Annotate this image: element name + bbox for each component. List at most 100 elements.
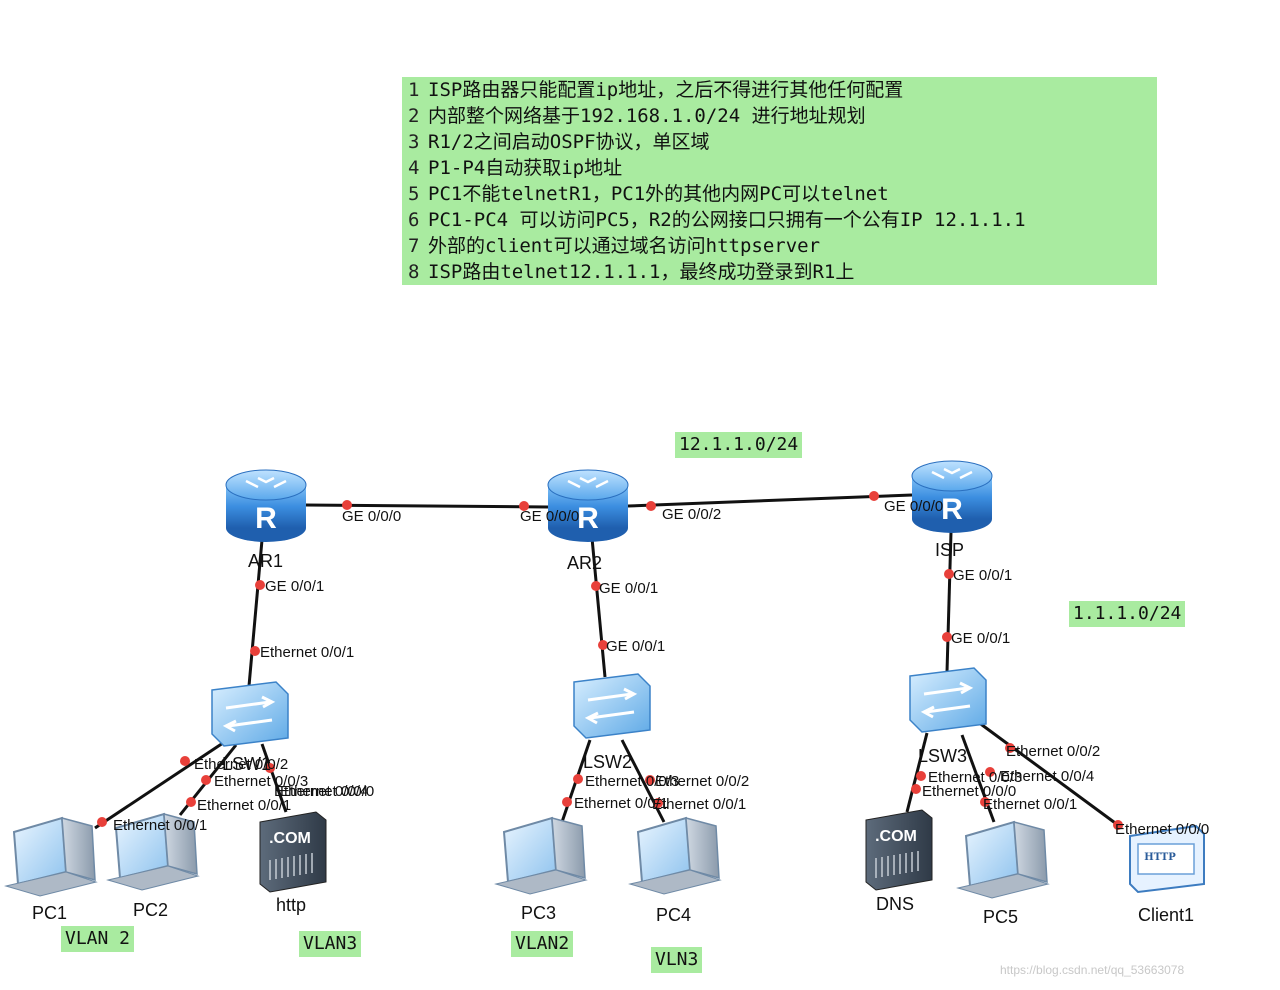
port-label: Ethernet 0/0/0 bbox=[280, 783, 374, 800]
requirement-number: 2 bbox=[408, 105, 420, 127]
port-label: Ethernet 0/0/2 bbox=[194, 756, 288, 773]
port-labels: GE 0/0/0 GE 0/0/0 GE 0/0/2 GE 0/0/0 GE 0… bbox=[113, 498, 1209, 838]
vlan-tag: VLAN2 bbox=[511, 931, 574, 957]
link-lsw3-dns bbox=[905, 732, 929, 813]
device-label-lsw2: LSW2 bbox=[583, 752, 632, 772]
router-icon[interactable]: R bbox=[225, 469, 307, 542]
watermark: https://blog.csdn.net/qq_53663078 bbox=[1000, 963, 1185, 977]
port-dots bbox=[97, 491, 1123, 830]
requirement-text: 内部整个网络基于192.168.1.0/24 进行地址规划 bbox=[428, 105, 866, 127]
requirements-list: 1 ISP路由器只能配置ip地址，之后不得进行其他任何配置 2 内部整个网络基于19… bbox=[402, 77, 1157, 285]
port-label: Ethernet 0/0/4 bbox=[1000, 768, 1094, 785]
link-lsw1-http bbox=[260, 743, 288, 813]
device-labels: AR1 AR2 ISP LSW1 LSW2 LSW3 PC1 PC2 http … bbox=[32, 540, 1194, 927]
links bbox=[94, 493, 1123, 830]
vlan-tag: VLN3 bbox=[651, 947, 703, 973]
port-label: Ethernet 0/0/1 bbox=[983, 796, 1077, 813]
router-icon[interactable]: R bbox=[911, 460, 993, 533]
pc-icon[interactable] bbox=[956, 820, 1050, 899]
vlan-tag: VLAN3 bbox=[299, 931, 362, 957]
svg-text:.COM: .COM bbox=[875, 828, 917, 845]
link-lsw1-pc1 bbox=[94, 739, 227, 830]
port-label: GE 0/0/1 bbox=[606, 638, 665, 655]
requirement-number: 6 bbox=[408, 209, 420, 231]
port-label: GE 0/0/1 bbox=[951, 630, 1010, 647]
switch-icon[interactable] bbox=[909, 667, 987, 733]
pc-icon[interactable] bbox=[4, 816, 98, 897]
requirement-number: 7 bbox=[408, 235, 420, 257]
switch-icon[interactable] bbox=[211, 681, 289, 747]
server-com-icon[interactable]: .COM bbox=[259, 811, 327, 893]
port-label: Ethernet 0/0/4 bbox=[274, 783, 368, 800]
port-label: Ethernet 0/0/2 bbox=[1006, 743, 1100, 760]
port-label: Ethernet 0/0/2 bbox=[655, 773, 749, 790]
server-com-icon[interactable]: .COM bbox=[865, 809, 933, 891]
link-lsw2-pc4 bbox=[620, 739, 666, 823]
link-ar2-lsw2 bbox=[590, 537, 607, 678]
requirement-text: PC1-PC4 可以访问PC5，R2的公网接口只拥有一个公有IP 12.1.1.… bbox=[428, 209, 1026, 231]
link-isp-lsw3 bbox=[945, 531, 953, 673]
pc-icon[interactable] bbox=[494, 816, 588, 895]
device-label-ar1: AR1 bbox=[248, 551, 283, 571]
vlan-tag: VLAN 2 bbox=[61, 926, 135, 952]
network-tag-1: 1.1.1.0/24 bbox=[1069, 601, 1186, 627]
requirement-number: 8 bbox=[408, 261, 420, 283]
port-label: GE 0/0/1 bbox=[599, 580, 658, 597]
requirement-text: ISP路由telnet12.1.1.1，最终成功登录到R1上 bbox=[428, 261, 855, 283]
device-label-client1: Client1 bbox=[1138, 905, 1194, 925]
device-label-pc5: PC5 bbox=[983, 907, 1018, 927]
port-label: Ethernet 0/0/3 bbox=[585, 773, 679, 790]
requirement-text: 外部的client可以通过域名访问httpserver bbox=[428, 235, 821, 257]
device-label-ar2: AR2 bbox=[567, 553, 602, 573]
svg-text:.COM: .COM bbox=[269, 830, 311, 847]
port-label: GE 0/0/1 bbox=[953, 567, 1012, 584]
svg-text:R: R bbox=[577, 502, 599, 535]
requirement-text: ISP路由器只能配置ip地址，之后不得进行其他任何配置 bbox=[428, 79, 904, 101]
device-label-pc1: PC1 bbox=[32, 903, 67, 923]
svg-text:R: R bbox=[255, 502, 277, 535]
requirement-line: 3 R1/2之间启动OSPF协议，单区域 bbox=[408, 129, 1151, 155]
device-label-http: http bbox=[276, 895, 306, 915]
requirement-line: 8 ISP路由telnet12.1.1.1，最终成功登录到R1上 bbox=[408, 259, 1151, 285]
port-label: GE 0/0/2 bbox=[662, 506, 721, 523]
device-label-pc4: PC4 bbox=[656, 905, 691, 925]
port-label: Ethernet 0/0/1 bbox=[197, 797, 291, 814]
requirement-text: P1-P4自动获取ip地址 bbox=[428, 157, 623, 179]
network-tag-12: 12.1.1.0/24 bbox=[675, 432, 803, 458]
http-client-icon[interactable]: HTTP bbox=[1129, 824, 1205, 894]
port-label: Ethernet 0/0/0 bbox=[922, 783, 1016, 800]
requirement-number: 1 bbox=[408, 79, 420, 101]
switch-icon[interactable] bbox=[573, 673, 651, 739]
pc-icon[interactable] bbox=[106, 812, 200, 891]
device-label-pc2: PC2 bbox=[133, 900, 168, 920]
port-label: GE 0/0/0 bbox=[520, 508, 579, 525]
requirement-line: 6 PC1-PC4 可以访问PC5，R2的公网接口只拥有一个公有IP 12.1.1… bbox=[408, 207, 1151, 233]
link-lsw3-pc5 bbox=[960, 734, 996, 823]
port-label: Ethernet 0/0/3 bbox=[214, 773, 308, 790]
router-icon[interactable]: R bbox=[547, 469, 629, 542]
port-label: Ethernet 0/0/1 bbox=[260, 644, 354, 661]
requirement-number: 3 bbox=[408, 131, 420, 153]
port-label: Ethernet 0/0/3 bbox=[928, 769, 1022, 786]
port-label: Ethernet 0/0/0 bbox=[1115, 821, 1209, 838]
device-label-lsw3: LSW3 bbox=[918, 746, 967, 766]
requirement-text: PC1不能telnetR1，PC1外的其他内网PC可以telnet bbox=[428, 183, 889, 205]
port-label: GE 0/0/1 bbox=[265, 578, 324, 595]
requirement-line: 7 外部的client可以通过域名访问httpserver bbox=[408, 233, 1151, 259]
requirement-line: 1 ISP路由器只能配置ip地址，之后不得进行其他任何配置 bbox=[408, 77, 1151, 103]
device-label-dns: DNS bbox=[876, 894, 914, 914]
link-ar1-ar2 bbox=[304, 503, 549, 509]
pc-icon[interactable] bbox=[628, 816, 722, 895]
svg-text:HTTP: HTTP bbox=[1144, 852, 1176, 863]
device-label-pc3: PC3 bbox=[521, 903, 556, 923]
requirement-line: 4 P1-P4自动获取ip地址 bbox=[408, 155, 1151, 181]
requirement-number: 4 bbox=[408, 157, 420, 179]
requirement-line: 2 内部整个网络基于192.168.1.0/24 进行地址规划 bbox=[408, 103, 1151, 129]
requirement-text: R1/2之间启动OSPF协议，单区域 bbox=[428, 131, 710, 153]
port-label: Ethernet 0/0/1 bbox=[574, 795, 668, 812]
port-label: Ethernet 0/0/1 bbox=[652, 796, 746, 813]
port-label: Ethernet 0/0/1 bbox=[113, 817, 207, 834]
